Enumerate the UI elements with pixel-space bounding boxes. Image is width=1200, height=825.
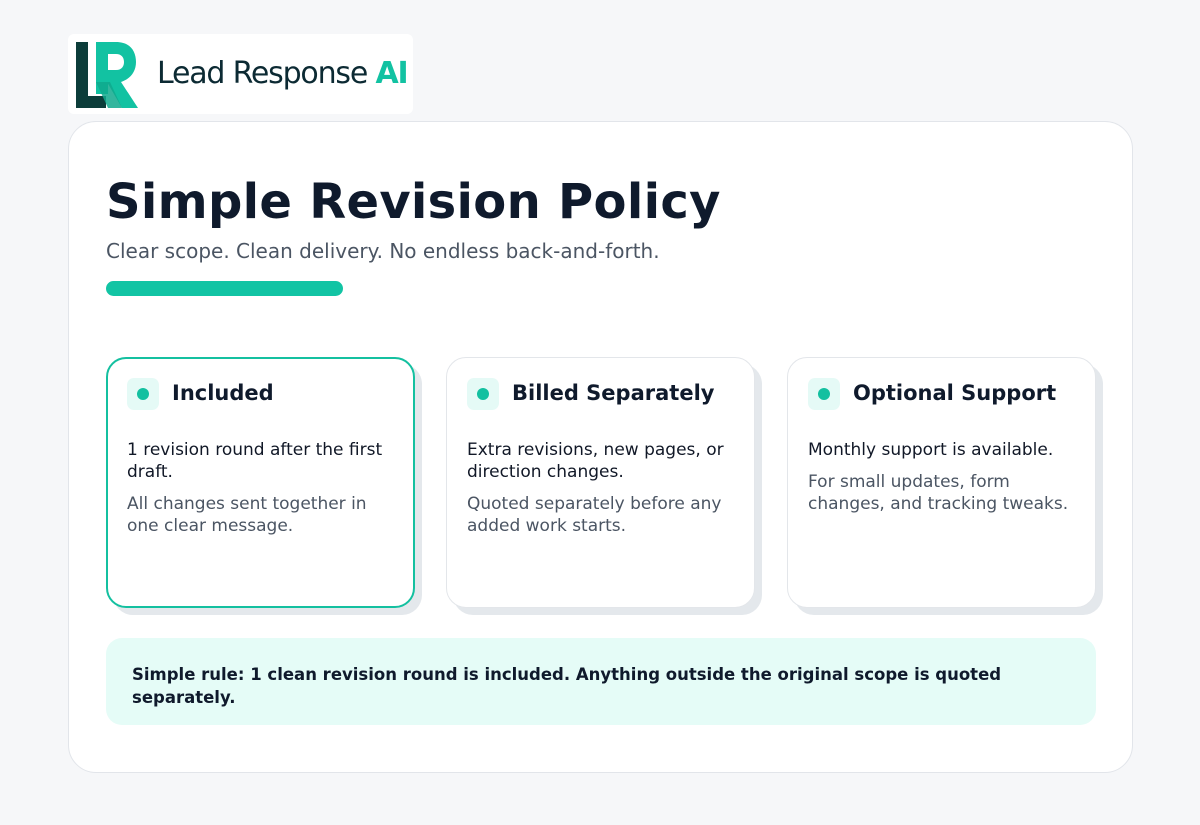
rule-callout: Simple rule: 1 clean revision round is i… — [106, 638, 1096, 725]
page-title: Simple Revision Policy — [106, 174, 721, 230]
dot-icon — [127, 378, 159, 410]
policy-card: Simple Revision Policy Clear scope. Clea… — [68, 121, 1133, 773]
page-subtitle: Clear scope. Clean delivery. No endless … — [106, 239, 660, 263]
card-main-text: Monthly support is available. — [808, 440, 1054, 460]
brand-name-accent: AI — [375, 56, 408, 91]
card-title: Optional Support — [853, 381, 1057, 405]
brand-name: Lead Response AI — [157, 54, 409, 94]
card-title: Billed Separately — [512, 381, 715, 405]
brand-logo: Lead Response AI — [68, 34, 413, 114]
card-billed-separately: Billed Separately Extra revisions, new p… — [446, 357, 755, 608]
lr-monogram-logo-icon — [76, 42, 138, 108]
rule-text: Simple rule: 1 clean revision round is i… — [132, 665, 1002, 707]
dot-icon — [467, 378, 499, 410]
card-main-text: Extra revisions, new pages, or direction… — [467, 440, 724, 482]
card-included: Included 1 revision round after the firs… — [106, 357, 415, 608]
card-optional-support: Optional Support Monthly support is avai… — [787, 357, 1096, 608]
brand-name-main: Lead Response — [157, 56, 376, 91]
card-sub-text: For small updates, form changes, and tra… — [808, 472, 1069, 514]
policy-cards: Included 1 revision round after the firs… — [106, 357, 1096, 609]
card-sub-text: Quoted separately before any added work … — [467, 494, 722, 536]
card-main-text: 1 revision round after the first draft. — [127, 440, 383, 482]
card-title: Included — [172, 381, 274, 405]
card-sub-text: All changes sent together in one clear m… — [127, 494, 367, 536]
accent-bar — [106, 281, 343, 296]
dot-icon — [808, 378, 840, 410]
